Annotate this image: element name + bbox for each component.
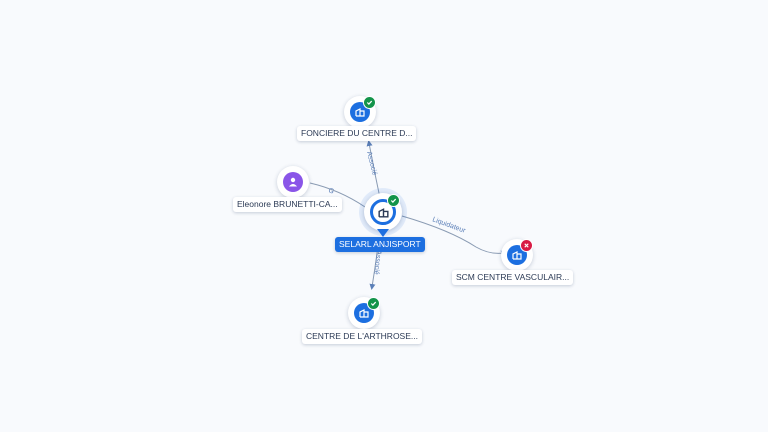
node-fonciere[interactable] — [344, 96, 376, 128]
pin-tail — [377, 229, 389, 237]
node-central[interactable] — [364, 193, 402, 231]
edge-scm — [401, 215, 507, 257]
node-eleonore[interactable] — [277, 166, 309, 198]
edge-label-arthrose: Associé — [372, 250, 382, 275]
node-arthrose[interactable] — [348, 297, 380, 329]
status-active-icon — [367, 297, 380, 310]
node-scm[interactable] — [501, 239, 533, 271]
node-label-central[interactable]: SELARL ANJISPORT — [335, 237, 425, 252]
edge-label-fonciere: Associé — [365, 151, 378, 177]
edge-label-eleonore: G — [327, 187, 335, 195]
status-active-icon — [387, 194, 400, 207]
status-active-icon — [363, 96, 376, 109]
node-label-fonciere[interactable]: FONCIERE DU CENTRE D... — [297, 126, 417, 141]
node-label-scm[interactable]: SCM CENTRE VASCULAIR... — [452, 270, 574, 285]
person-icon — [283, 172, 303, 192]
edge-label-scm: Liquidateur — [431, 216, 467, 235]
edge-eleonore — [309, 182, 366, 208]
node-label-eleonore[interactable]: Eleonore BRUNETTI-CA... — [233, 197, 342, 212]
status-closed-icon — [520, 239, 533, 252]
node-label-arthrose[interactable]: CENTRE DE L'ARTHROSE... — [302, 329, 422, 344]
